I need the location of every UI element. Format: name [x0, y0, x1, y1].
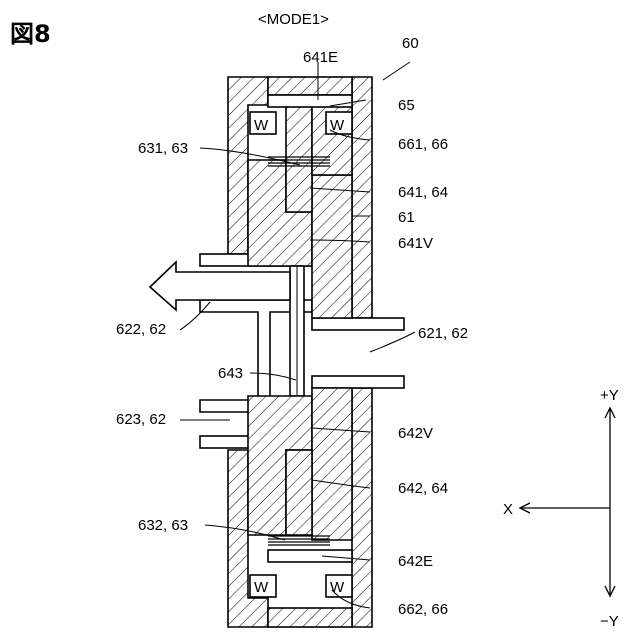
label-623: 623, 62 — [116, 411, 166, 428]
label-643: 643 — [218, 365, 243, 382]
label-632: 632, 63 — [138, 517, 188, 534]
end-plate-641E — [268, 95, 352, 107]
label-641E: 641E — [303, 49, 338, 66]
label-61: 61 — [398, 209, 415, 226]
label-621: 621, 62 — [418, 325, 468, 342]
label-661: 661, 66 — [398, 136, 448, 153]
axis-plus-y: +Y — [600, 387, 619, 404]
end-plate-642E — [268, 550, 352, 562]
svg-text:W: W — [254, 579, 269, 596]
label-642E: 642E — [398, 553, 433, 570]
mode-label: <MODE1> — [258, 11, 329, 28]
label-642: 642, 64 — [398, 480, 448, 497]
label-60: 60 — [402, 35, 419, 52]
label-65: 65 — [398, 97, 415, 114]
valve-body-642 — [248, 388, 352, 540]
shaft-643 — [290, 266, 304, 396]
seal-662: W W — [250, 575, 352, 597]
label-642V: 642V — [398, 425, 433, 442]
label-622: 622, 62 — [116, 321, 166, 338]
label-641: 641, 64 — [398, 184, 448, 201]
figure-number: 図8 — [10, 20, 51, 48]
axis-minus-y: −Y — [600, 613, 619, 630]
axis-x: X — [503, 501, 513, 518]
svg-text:W: W — [254, 117, 269, 134]
label-631: 631, 63 — [138, 140, 188, 157]
axis-indicator — [520, 408, 615, 596]
svg-text:W: W — [330, 579, 345, 596]
label-641V: 641V — [398, 235, 433, 252]
label-662: 662, 66 — [398, 601, 448, 618]
